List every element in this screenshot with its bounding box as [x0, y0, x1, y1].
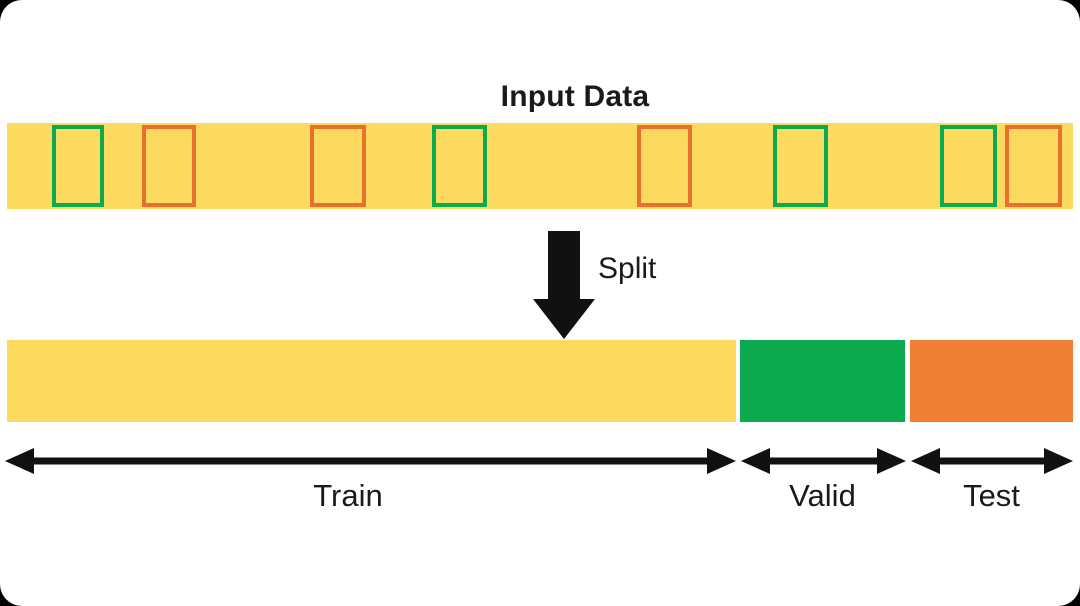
input-marker-5-orange	[637, 125, 692, 207]
input-marker-6-green	[773, 125, 828, 207]
measure-arrow-train	[5, 448, 736, 474]
input-marker-8-orange	[1005, 125, 1062, 207]
split-arrow-icon	[533, 231, 595, 339]
measure-arrow-test	[911, 448, 1073, 474]
split-label-train: Train	[313, 478, 383, 513]
split-label-valid: Valid	[789, 478, 856, 513]
input-marker-7-green	[940, 125, 997, 207]
input-data-title-text: Input Data	[500, 80, 650, 113]
input-data-bar	[7, 123, 1073, 209]
split-segment-valid	[740, 340, 905, 422]
input-marker-4-green	[432, 125, 487, 207]
split-segment-test	[910, 340, 1073, 422]
input-data-title: Input Data	[0, 80, 1080, 114]
input-marker-3-orange	[310, 125, 366, 207]
input-marker-2-orange	[142, 125, 196, 207]
input-marker-1-green	[52, 125, 104, 207]
measure-arrows	[5, 448, 1073, 474]
split-label-test: Test	[963, 478, 1020, 513]
split-label: Split	[598, 252, 657, 285]
measure-arrow-valid	[741, 448, 906, 474]
split-segment-train	[7, 340, 736, 422]
